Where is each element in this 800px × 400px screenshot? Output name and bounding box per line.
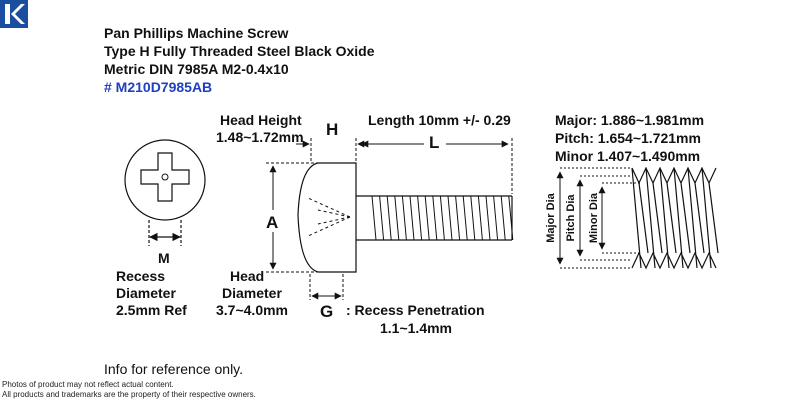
head-height-value: 1.48~1.72mm: [216, 129, 304, 145]
thread-pitch: Pitch: 1.654~1.721mm: [555, 130, 701, 146]
disclaimer-2: All products and trademarks are the prop…: [2, 390, 256, 399]
recess-letter: M: [158, 250, 170, 266]
title-line-3: Metric DIN 7985A M2-0.4x10: [104, 61, 289, 77]
pitch-dia-label: Pitch Dia: [565, 194, 577, 242]
penetration-letter: G: [320, 302, 334, 321]
thread-detail: [556, 166, 719, 270]
head-diameter-value: 3.7~4.0mm: [216, 302, 288, 318]
minor-dia-label: Minor Dia: [588, 192, 600, 244]
head-diameter-letter: A: [266, 213, 279, 232]
disclaimer-1: Photos of product may not reflect actual…: [2, 380, 174, 389]
major-dia-label: Major Dia: [545, 193, 557, 243]
head-top-view: [124, 139, 206, 246]
length-label: Length 10mm +/- 0.29: [368, 112, 511, 128]
head-diameter-label-1: Head: [230, 268, 265, 284]
penetration-value: 1.1~1.4mm: [380, 320, 452, 336]
length-letter: L: [429, 133, 440, 152]
thread-major: Major: 1.886~1.981mm: [555, 112, 705, 128]
screw-side-view: [297, 162, 514, 273]
title-line-1: Pan Phillips Machine Screw: [104, 25, 289, 41]
k-logo-icon: [0, 0, 28, 28]
part-number: # M210D7985AB: [104, 79, 213, 95]
head-height-letter: H: [326, 120, 339, 139]
recess-value: 2.5mm Ref: [116, 302, 187, 318]
head-height-label: Head Height: [220, 112, 302, 128]
head-diameter-label-2: Diameter: [222, 285, 282, 301]
thread-minor: Minor 1.407~1.490mm: [555, 148, 701, 164]
recess-label-2: Diameter: [116, 285, 176, 301]
title-line-2: Type H Fully Threaded Steel Black Oxide: [104, 43, 375, 59]
recess-label-1: Recess: [116, 268, 166, 284]
penetration-label: : Recess Penetration: [346, 302, 485, 318]
info-note: Info for reference only.: [104, 361, 244, 377]
